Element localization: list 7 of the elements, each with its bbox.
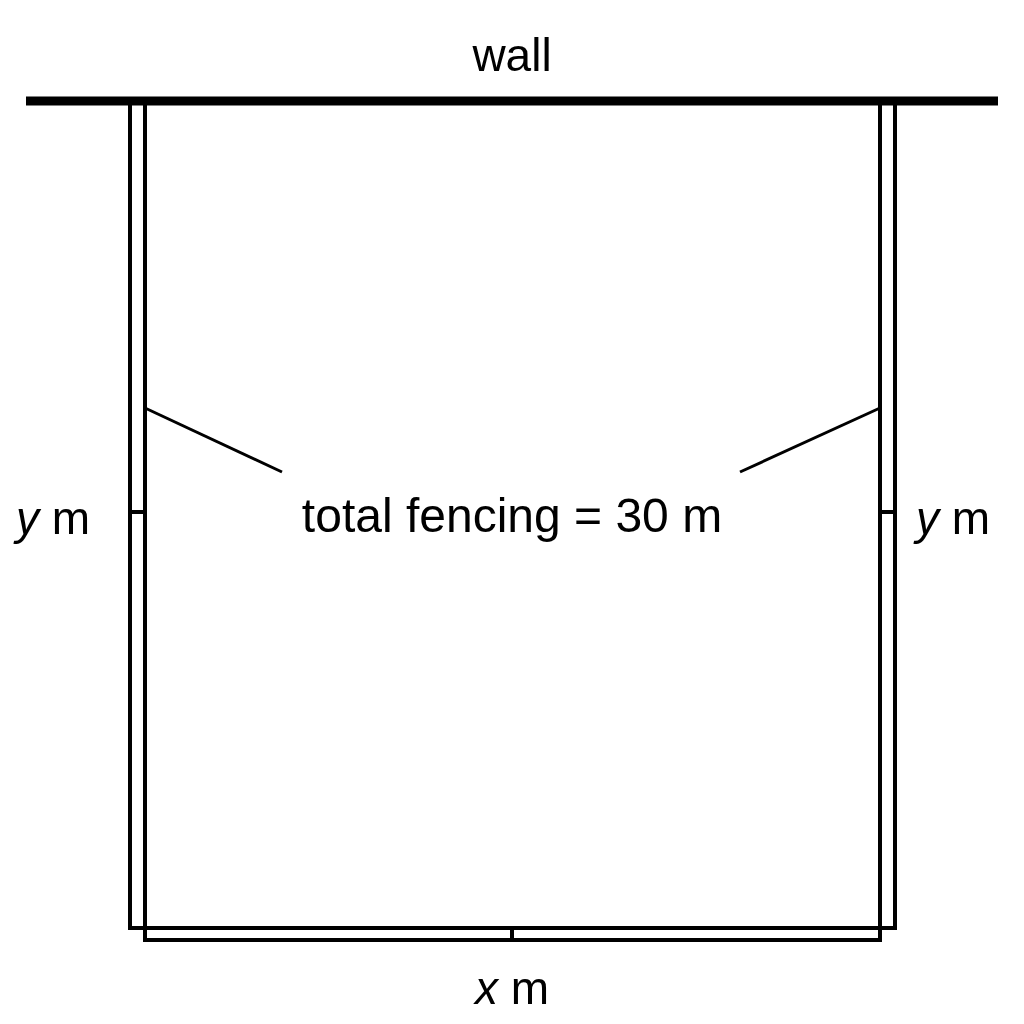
- wall-label: wall: [471, 32, 553, 78]
- fence-side: [878, 105, 897, 942]
- leader-line: [144, 406, 283, 474]
- dimension-label: x m: [472, 965, 551, 1011]
- fence-side: [128, 105, 147, 942]
- callout-label: total fencing = 30 m: [262, 468, 762, 540]
- leader-line: [739, 406, 881, 474]
